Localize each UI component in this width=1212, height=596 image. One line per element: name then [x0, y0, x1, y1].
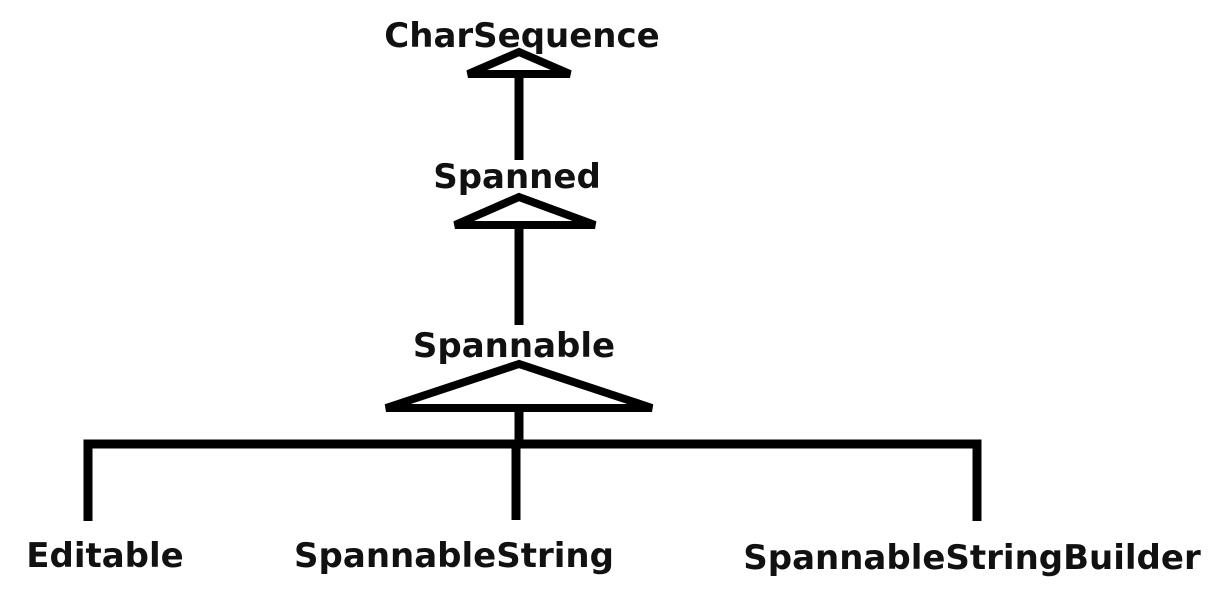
inheritance-arrowhead-spannable [384, 359, 654, 412]
inheritance-arrowhead-charsequence [466, 47, 572, 78]
node-spanned: Spanned [433, 157, 601, 197]
node-spannablestring: SpannableString [294, 536, 614, 576]
inheritance-arrowhead-spanned [453, 192, 597, 229]
node-editable: Editable [26, 536, 183, 576]
edge-horizontal-bus [83, 439, 982, 521]
node-spannable: Spannable [413, 326, 615, 366]
node-charsequence: CharSequence [384, 16, 659, 56]
node-spannablestringbuilder: SpannableStringBuilder [743, 538, 1201, 578]
